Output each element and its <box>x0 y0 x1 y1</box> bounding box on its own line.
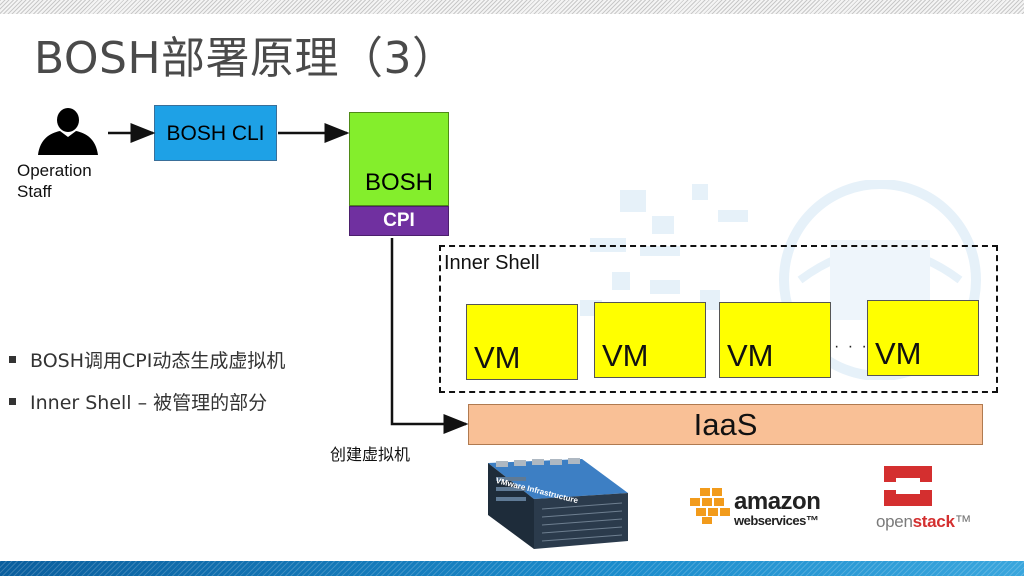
bosh-box: BOSH <box>349 112 449 206</box>
bullet-text: Inner Shell – 被管理的部分 <box>30 391 268 414</box>
openstack-wordmark: openstack™ <box>876 512 972 531</box>
vm-box: VM <box>594 302 706 378</box>
bullet-list: BOSH调用CPI动态生成虚拟机 Inner Shell – 被管理的部分 <box>9 338 285 422</box>
bullet-text: BOSH调用CPI动态生成虚拟机 <box>30 349 286 372</box>
vm-box: VM <box>719 302 831 378</box>
bullet-marker-icon <box>9 398 16 405</box>
inner-shell-label: Inner Shell <box>444 252 540 274</box>
vmware-servers-icon <box>488 458 628 549</box>
bullet-marker-icon <box>9 356 16 363</box>
bosh-cli-box: BOSH CLI <box>154 105 277 161</box>
arrow-cpi-to-iaas <box>390 238 469 434</box>
bullet-item: BOSH调用CPI动态生成虚拟机 <box>9 338 285 380</box>
inner-shell-boundary <box>439 245 998 393</box>
iaas-box: IaaS <box>468 404 983 445</box>
aws-subtitle: webservices™ <box>734 513 819 528</box>
openstack-logo-icon <box>884 466 932 506</box>
top-stripe <box>0 0 1024 14</box>
create-vm-label: 创建虚拟机 <box>330 445 411 464</box>
person-silhouette-icon <box>38 108 98 155</box>
vm-box: VM <box>867 300 979 376</box>
bottom-bar <box>0 561 1024 576</box>
operation-staff-label: Operation Staff <box>17 161 92 201</box>
page-title: BOSH部署原理（3） <box>34 33 457 84</box>
aws-cubes-icon <box>690 488 730 524</box>
vm-ellipsis: · · · <box>834 338 869 355</box>
bullet-item: Inner Shell – 被管理的部分 <box>9 380 285 422</box>
vm-box: VM <box>466 304 578 380</box>
cpi-box: CPI <box>349 206 449 236</box>
aws-wordmark: amazon <box>734 488 821 515</box>
